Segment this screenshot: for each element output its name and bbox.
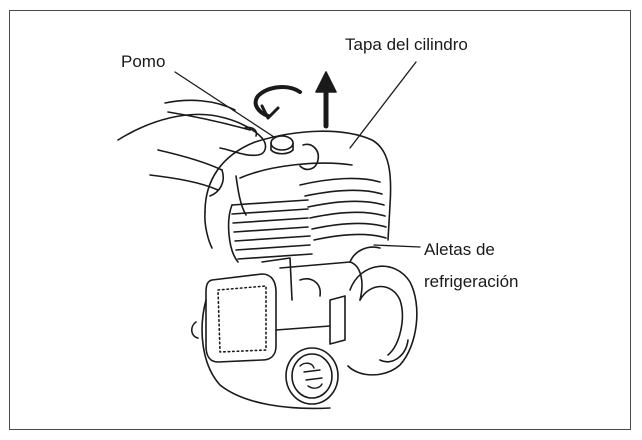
- engine-body: [201, 246, 381, 410]
- cooling-fins-label-line1: Aletas de: [424, 240, 495, 259]
- air-filter-cover: [190, 273, 277, 363]
- cylinder-cover: [204, 130, 392, 249]
- cylinder-cover-label: Tapa del cilindro: [345, 35, 468, 54]
- knob-label: Pomo: [121, 52, 166, 71]
- lift-arrow-icon: [315, 71, 337, 129]
- fins-leader-line: [373, 244, 421, 248]
- figure-frame: [9, 10, 631, 430]
- knob: [270, 135, 294, 155]
- knob-leader-line: [174, 71, 275, 138]
- recoil-starter: [347, 265, 418, 376]
- hand-illustration: [117, 99, 267, 197]
- logo-badge: [285, 347, 339, 405]
- cover-leader-line: [349, 61, 417, 149]
- cooling-fins-label-line2: refrigeración: [424, 272, 519, 291]
- rotate-arrow-icon: [253, 85, 302, 120]
- cooling-fins: [227, 199, 313, 263]
